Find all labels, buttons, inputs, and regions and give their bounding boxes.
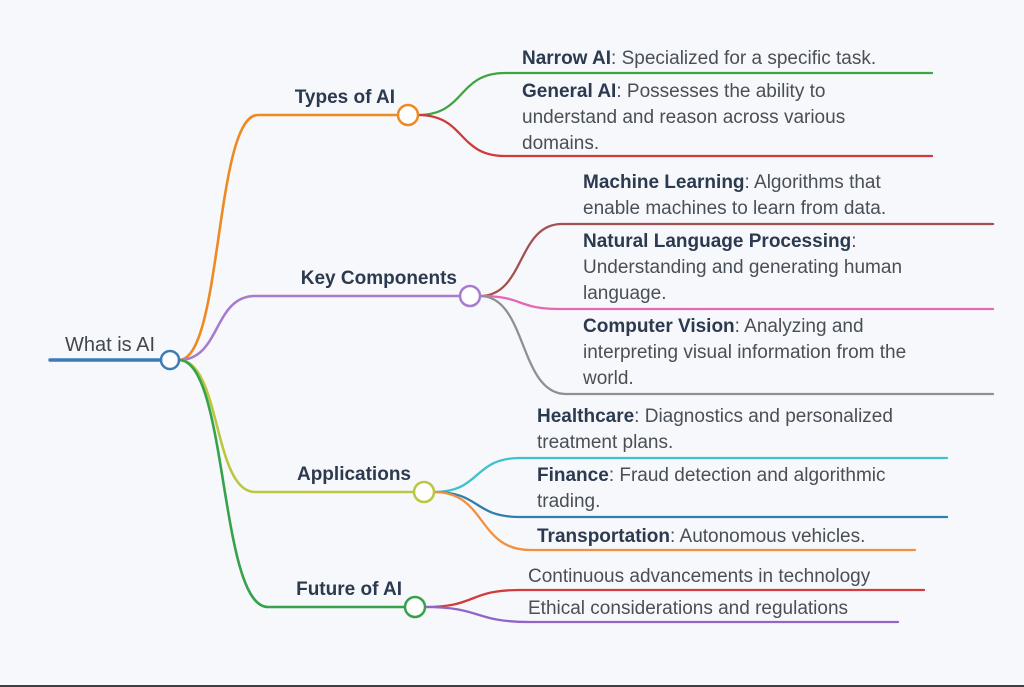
leaf-link-machine-learning (478, 222, 995, 298)
leaf-term: Natural Language Processing (583, 231, 852, 252)
node-circle-future-of-ai[interactable] (403, 595, 427, 619)
leaf-term: Computer Vision (583, 316, 735, 337)
leaf-term: Finance (537, 465, 609, 486)
leaf-node-transportation[interactable]: Transportation: Autonomous vehicles. (537, 524, 957, 550)
leaf-link-natural-language-processing (478, 294, 995, 311)
leaf-link-ethics (423, 605, 900, 624)
node-circle-types-of-ai[interactable] (396, 103, 420, 127)
leaf-link-general-ai (416, 113, 934, 158)
leaf-link-transportation (432, 490, 917, 552)
leaf-description: : Diagnostics and personalized treatment… (537, 406, 893, 453)
root-node-label[interactable]: What is AI (64, 334, 156, 356)
leaf-node-ethics[interactable]: Ethical considerations and regulations (528, 596, 958, 622)
leaf-node-finance[interactable]: Finance: Fraud detection and algorithmic… (537, 463, 937, 515)
leaf-link-computer-vision (478, 294, 995, 396)
leaf-node-machine-learning[interactable]: Machine Learning: Algorithms that enable… (583, 170, 941, 222)
leaf-description: : Analyzing and interpreting visual info… (583, 316, 907, 389)
leaf-term: Healthcare (537, 406, 635, 427)
leaf-description: : Fraud detection and algorithmic tradin… (537, 465, 886, 512)
leaf-description: : Specialized for a specific task. (611, 48, 877, 69)
leaf-description: Ethical considerations and regulations (528, 598, 849, 619)
branch-node-label-future-of-ai[interactable]: Future of AI (296, 579, 402, 600)
branch-link-types-of-ai (177, 113, 400, 362)
leaf-description: : Possesses the ability to understand an… (522, 81, 846, 154)
leaf-node-general-ai[interactable]: General AI: Possesses the ability to und… (522, 79, 890, 157)
leaf-description: : Autonomous vehicles. (670, 526, 866, 547)
leaf-link-narrow-ai (416, 71, 934, 117)
leaf-term: Transportation (537, 526, 671, 547)
branch-node-label-applications[interactable]: Applications (296, 464, 411, 485)
leaf-term: Machine Learning (583, 172, 745, 193)
branch-node-label-key-components[interactable]: Key Components (300, 268, 457, 289)
leaf-description: Continuous advancements in technology (528, 566, 871, 587)
leaf-description: : Understanding and generating human lan… (583, 231, 903, 304)
node-circle-root[interactable] (159, 349, 181, 371)
branch-link-future-of-ai (177, 358, 407, 609)
leaf-node-advancements[interactable]: Continuous advancements in technology (528, 564, 958, 590)
leaf-link-healthcare (432, 456, 949, 494)
node-circle-applications[interactable] (412, 480, 436, 504)
leaf-link-advancements (423, 588, 926, 609)
leaf-node-healthcare[interactable]: Healthcare: Diagnostics and personalized… (537, 404, 942, 456)
leaf-term: Narrow AI (522, 48, 612, 69)
bottom-window-edge (0, 685, 1024, 687)
branch-link-applications (177, 358, 416, 494)
leaf-term: General AI (522, 81, 617, 102)
node-circle-key-components[interactable] (458, 284, 482, 308)
leaf-node-narrow-ai[interactable]: Narrow AI: Specialized for a specific ta… (522, 46, 952, 72)
leaf-node-natural-language-processing[interactable]: Natural Language Processing: Understandi… (583, 229, 958, 307)
branch-link-key-components (177, 294, 462, 362)
leaf-node-computer-vision[interactable]: Computer Vision: Analyzing and interpret… (583, 314, 958, 392)
leaf-description: : Algorithms that enable machines to lea… (583, 172, 887, 219)
branch-node-label-types-of-ai[interactable]: Types of AI (294, 87, 395, 108)
